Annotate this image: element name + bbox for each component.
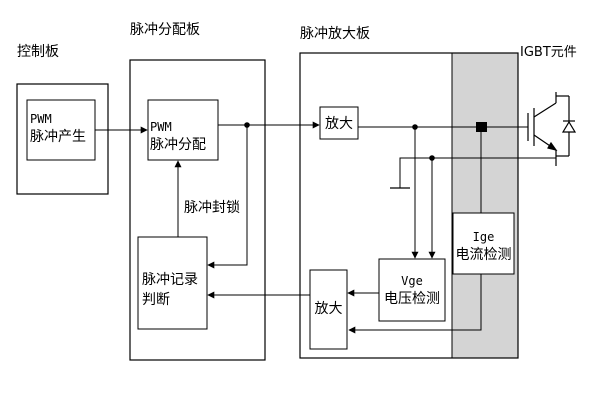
pwm-distribute-line2: 脉冲分配 bbox=[150, 137, 206, 153]
vge-detect-line2: 电压检测 bbox=[384, 291, 440, 307]
pulse-record-block bbox=[137, 236, 208, 330]
pulse-lock-label: 脉冲封锁 bbox=[184, 200, 240, 216]
pwm-distribute-line1: PWM bbox=[150, 120, 172, 134]
igbt-zone bbox=[451, 52, 519, 359]
pwm-generate-line1: PWM bbox=[30, 112, 52, 126]
ige-detect-line2: 电流检测 bbox=[455, 247, 512, 263]
amplifier-board-frame bbox=[299, 52, 519, 359]
amplify-back-text: 放大 bbox=[314, 301, 343, 317]
pwm-generate-text: PWM 脉冲产生 bbox=[28, 110, 96, 146]
control-board-frame bbox=[16, 83, 109, 195]
ige-detect-line1: Ige bbox=[472, 230, 495, 244]
amplify-out-text: 放大 bbox=[325, 116, 353, 132]
amplify-out-block bbox=[319, 106, 359, 140]
section-distribution-board: 脉冲分配板 bbox=[130, 22, 200, 38]
pwm-generate-block bbox=[26, 99, 96, 161]
ige-detect-block bbox=[452, 212, 515, 275]
pulse-record-text: 脉冲记录 判断 bbox=[142, 270, 208, 310]
emitter-line bbox=[399, 157, 556, 188]
vge-detect-block bbox=[378, 258, 446, 322]
dist-feedback-line bbox=[207, 125, 248, 269]
pwm-distribute-text: PWM 脉冲分配 bbox=[150, 118, 218, 154]
distribution-board-frame bbox=[129, 59, 266, 361]
section-control-board: 控制板 bbox=[17, 44, 59, 60]
pulse-record-line2: 判断 bbox=[142, 292, 170, 308]
pwm-distribute-block bbox=[147, 99, 219, 161]
gate-resistor bbox=[476, 122, 487, 132]
igbt-symbol bbox=[527, 92, 577, 166]
pulse-record-line1: 脉冲记录 bbox=[142, 272, 198, 288]
vge-detect-line1: Vge bbox=[401, 274, 423, 288]
vge-detect-text: Vge 电压检测 bbox=[379, 272, 445, 308]
ige-detect-text: Ige 电流检测 bbox=[453, 228, 514, 264]
section-igbt: IGBT元件 bbox=[520, 45, 577, 60]
section-amplifier-board: 脉冲放大板 bbox=[300, 26, 370, 42]
arrow-ige-to-amp bbox=[348, 274, 482, 334]
pwm-generate-line2: 脉冲产生 bbox=[30, 129, 86, 145]
amplify-back-block bbox=[309, 269, 348, 350]
